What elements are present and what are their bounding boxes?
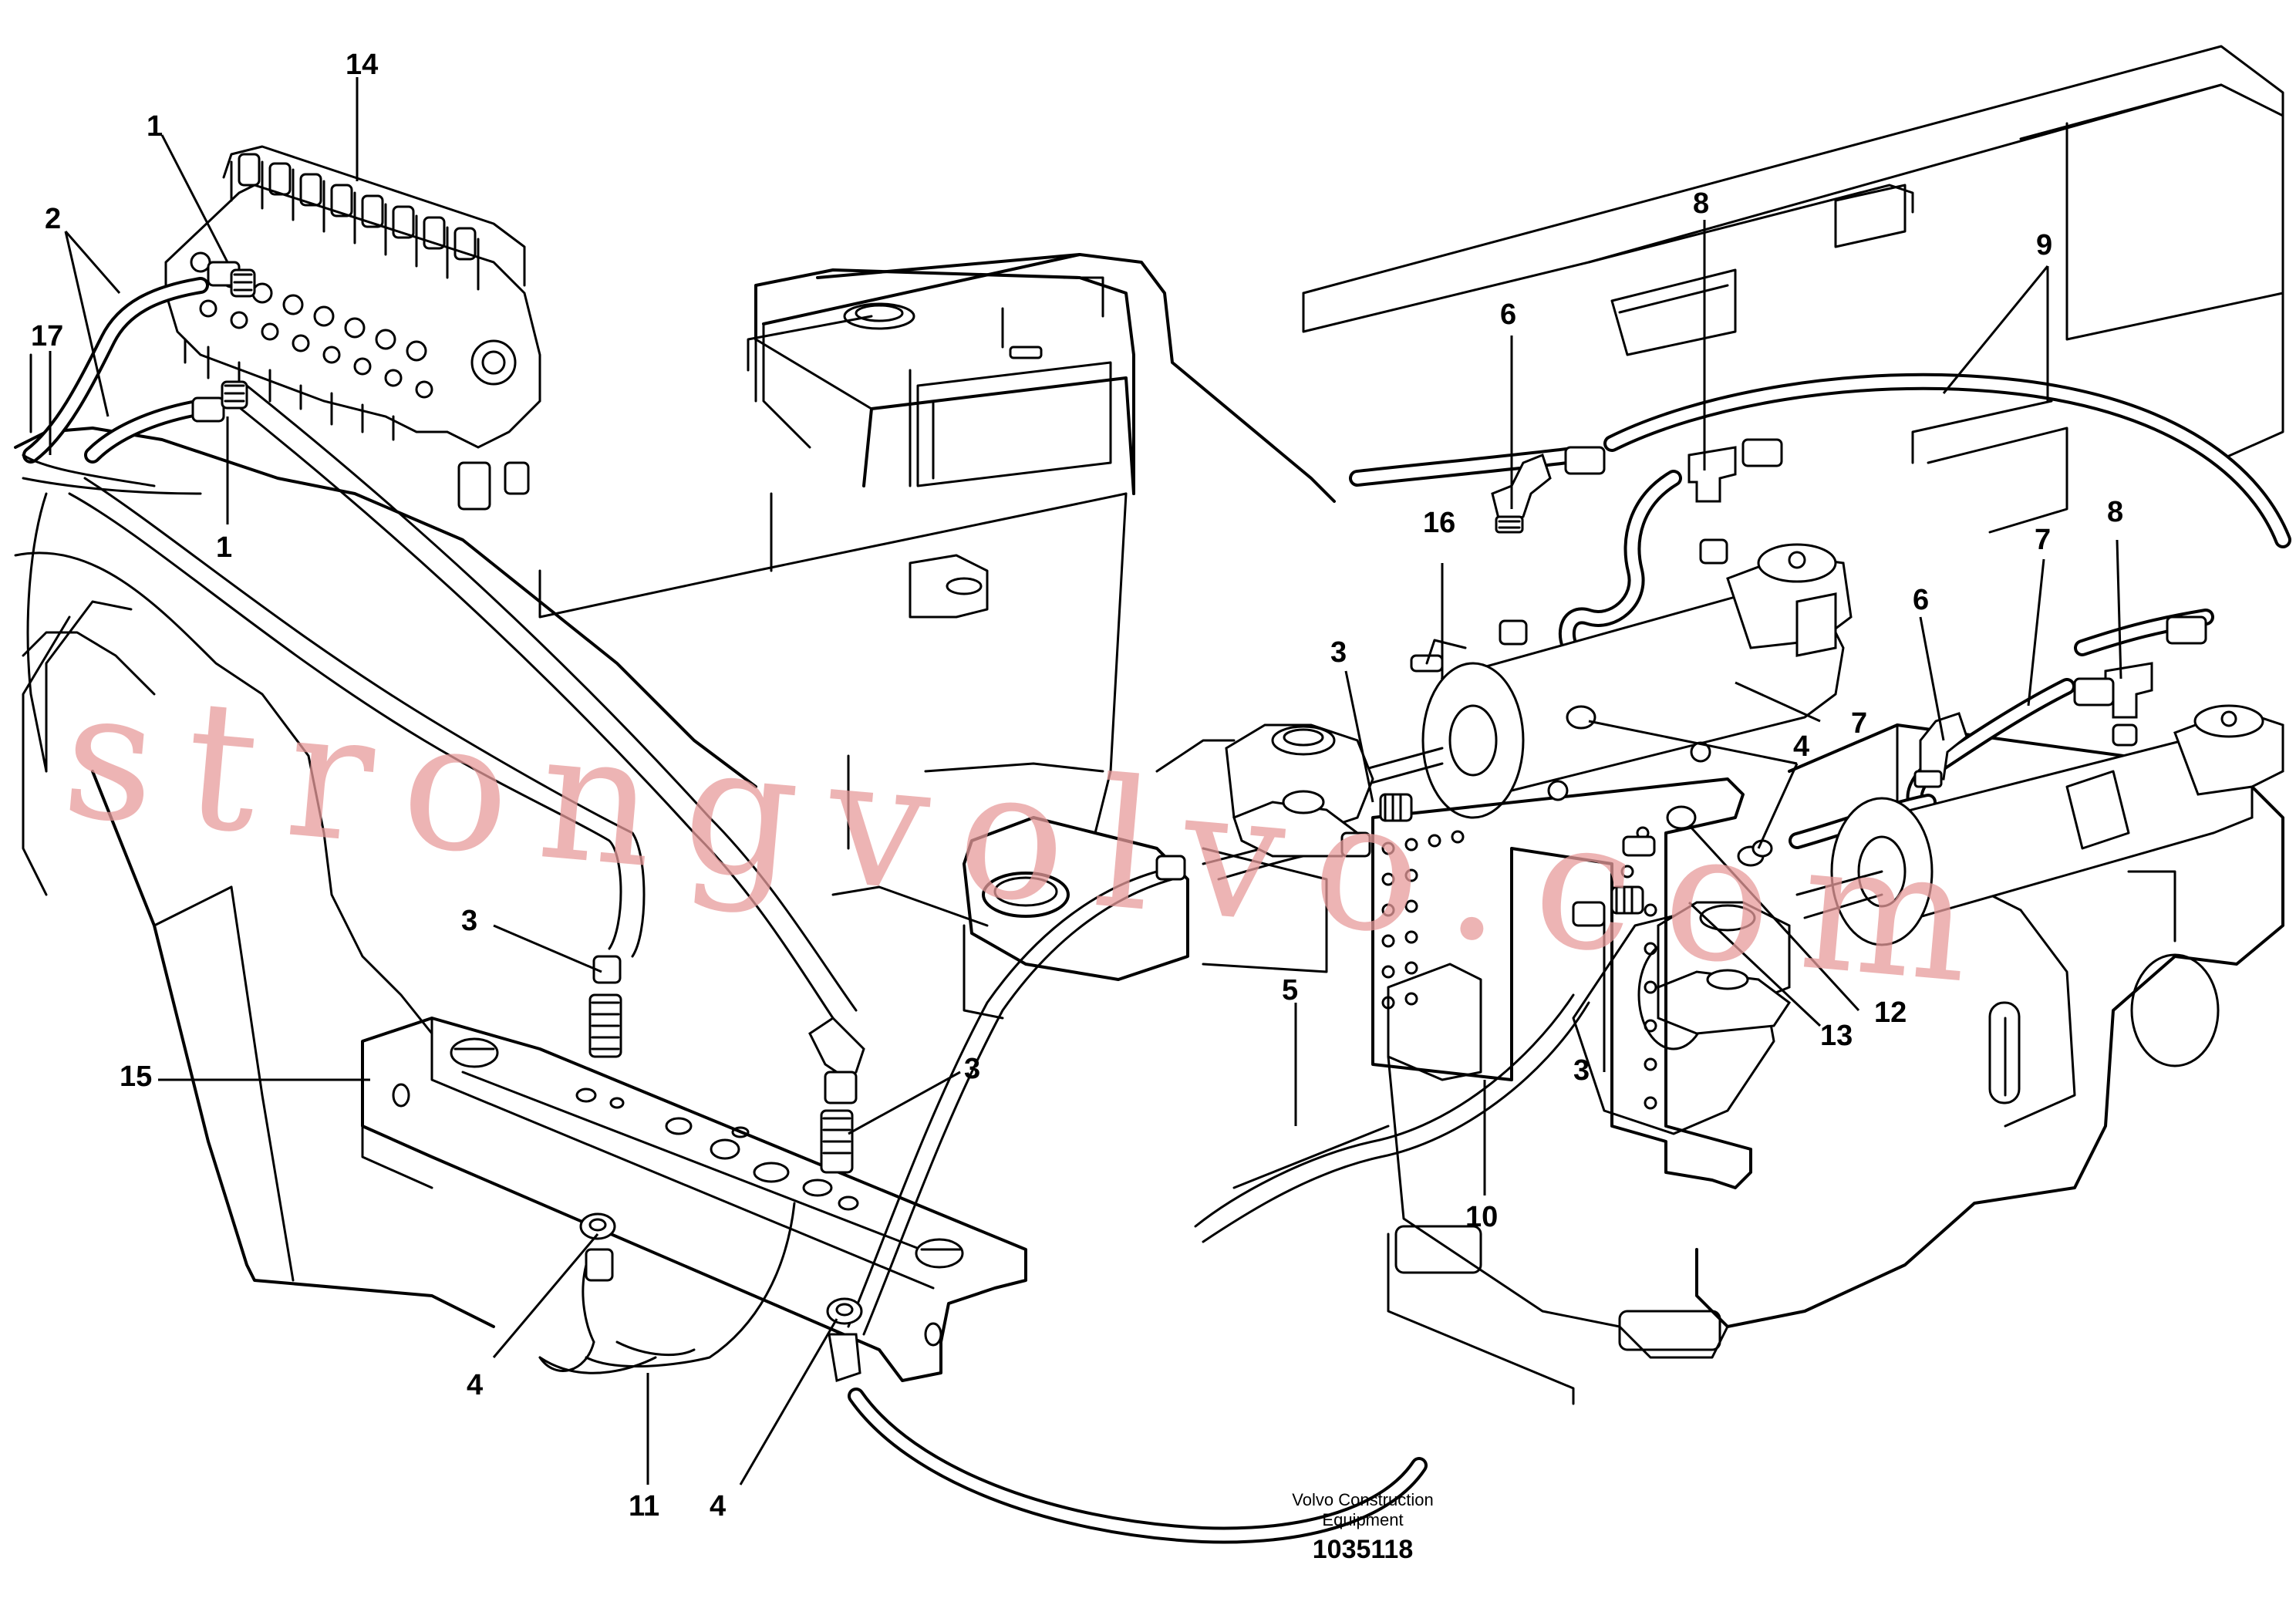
callout-7: 7 <box>1851 707 1867 740</box>
callout-3-left: 3 <box>461 905 477 937</box>
callout-12: 12 <box>1874 996 1907 1029</box>
valve-sections <box>184 153 530 511</box>
callout-7-lower: 7 <box>2035 524 2051 556</box>
caption-block: Volvo Construction Equipment 1035118 <box>1292 1490 1433 1564</box>
callout-15: 15 <box>120 1061 152 1093</box>
callout-3: 3 <box>1330 636 1347 669</box>
callout-11: 11 <box>629 1490 659 1523</box>
callout-4-bottom: 4 <box>710 1490 726 1523</box>
callout-labels: 14 1 2 17 1 6 8 9 16 3 7 4 6 7 8 3 3 15 … <box>31 49 2123 1523</box>
part-number: 1035118 <box>1313 1535 1414 1564</box>
callout-4: 4 <box>1793 730 1809 763</box>
callout-8: 8 <box>1693 187 1709 220</box>
callout-2: 2 <box>45 203 61 235</box>
callout-9: 9 <box>2036 229 2052 261</box>
callout-6: 6 <box>1500 298 1516 331</box>
caption-equipment: Equipment <box>1322 1510 1403 1529</box>
callout-4-left: 4 <box>467 1369 483 1401</box>
callout-6-lower: 6 <box>1913 584 1929 616</box>
callout-1: 1 <box>147 110 163 143</box>
plate-holes <box>1381 826 1657 1110</box>
cylinder-lower <box>1657 704 2284 1035</box>
callout-14: 14 <box>346 49 378 81</box>
cross-beam <box>361 1017 1027 1382</box>
callout-3-mid: 3 <box>964 1053 980 1085</box>
callout-13: 13 <box>1820 1020 1853 1052</box>
machine-frame <box>14 45 2284 1405</box>
callout-8-lower: 8 <box>2107 496 2123 528</box>
control-valve <box>164 145 541 511</box>
leader-lines <box>49 77 2122 1485</box>
hoses <box>22 277 2291 1544</box>
fittings <box>191 261 2207 1382</box>
callout-3-right: 3 <box>1573 1054 1590 1087</box>
cylinder-upper <box>1225 538 1853 858</box>
mounting-plate <box>1371 777 1752 1189</box>
caption-company: Volvo Construction <box>1292 1490 1433 1509</box>
callout-10: 10 <box>1465 1201 1498 1233</box>
callout-17: 17 <box>31 320 63 352</box>
callout-5: 5 <box>1282 974 1298 1007</box>
callout-16: 16 <box>1423 507 1455 539</box>
callout-1-lower: 1 <box>216 531 232 564</box>
